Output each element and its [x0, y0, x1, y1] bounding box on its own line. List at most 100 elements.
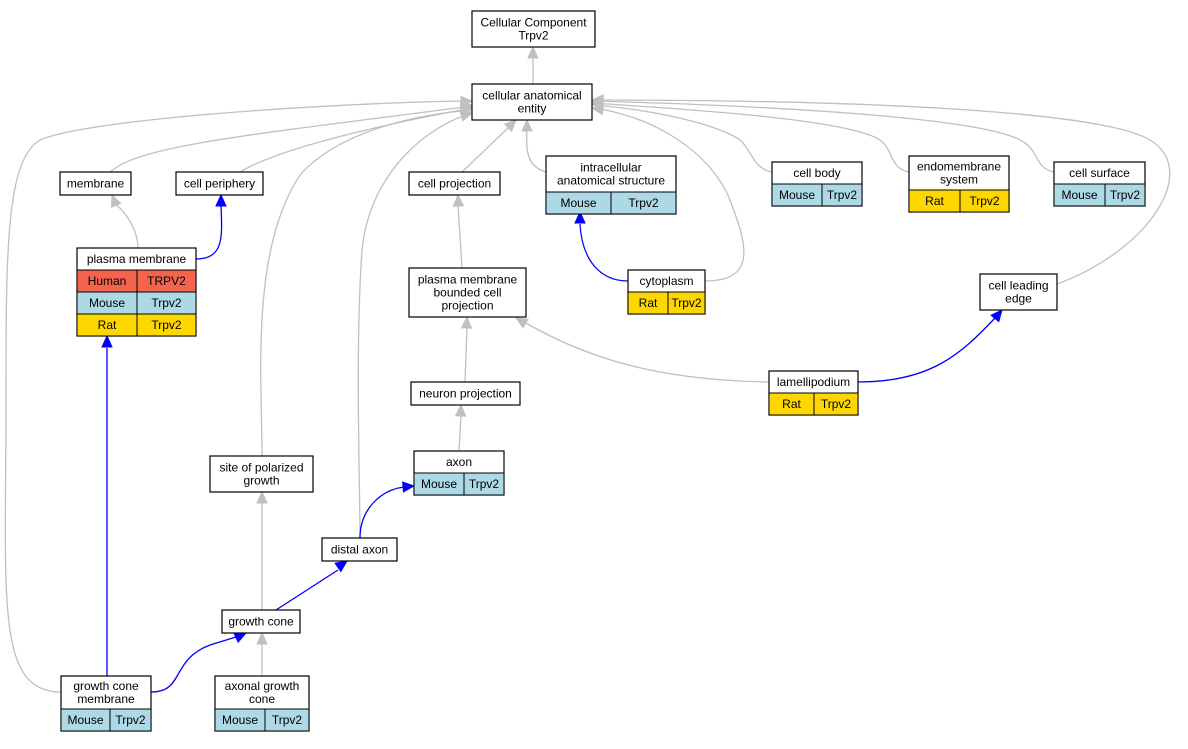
edge-projection-to-cae [461, 119, 517, 173]
organism-label: Human [88, 274, 127, 288]
edge-gcmembrane-to-plasma [101, 334, 113, 676]
node-membrane[interactable]: membrane [59, 171, 132, 196]
arrowhead [574, 210, 586, 224]
node-label: growth cone [73, 679, 139, 693]
gene-cell [109, 708, 152, 732]
edge-line [195, 204, 223, 260]
species-row: Human TRPV2 [76, 269, 197, 293]
node-label: growth cone [228, 615, 294, 629]
edge-cae-to-root [527, 45, 539, 84]
edge-line [359, 486, 405, 539]
node-box [321, 537, 398, 562]
edge-line [526, 127, 547, 173]
organism-label: Mouse [560, 196, 596, 210]
node-label: endomembrane [917, 160, 1001, 174]
gene-label: Trpv2 [827, 188, 858, 202]
gene-cell [264, 708, 310, 732]
arrowhead [527, 45, 539, 59]
node-periphery[interactable]: cell periphery [175, 171, 264, 196]
node-label: bounded cell [433, 286, 501, 300]
edge-line [464, 327, 468, 383]
edge-line [591, 107, 745, 282]
node-box [59, 171, 132, 196]
edge-intracellular-to-cae [521, 118, 547, 173]
edge-axon-to-neuronproj [454, 403, 467, 452]
arrowhead [590, 103, 605, 116]
gene-label: Trpv2 [151, 318, 182, 332]
node-neuronproj[interactable]: neuron projection [410, 381, 521, 406]
node-label: axon [446, 455, 472, 469]
arrowhead [233, 632, 248, 644]
edge-line [458, 414, 462, 452]
gene-cell [463, 472, 505, 496]
edge-line [150, 636, 237, 693]
node-label: Cellular Component [480, 16, 587, 30]
edge-gcmembrane-to-cae [4, 95, 474, 693]
edge-axonalgc-to-growthcone [256, 631, 268, 676]
node-box [471, 10, 596, 48]
node-box [410, 381, 521, 406]
gene-cell [610, 191, 677, 215]
edge-plasma-to-membrane [110, 193, 139, 249]
organism-label: Rat [782, 397, 801, 411]
arrowhead [101, 334, 113, 348]
edge-lamellipodium-to-leading [857, 309, 1003, 383]
arrowhead [460, 95, 474, 108]
edge-line [114, 203, 139, 249]
organism-label: Mouse [222, 713, 258, 727]
gene-label: Trpv2 [628, 196, 659, 210]
node-label: site of polarized [219, 461, 303, 475]
node-label: cell body [793, 166, 840, 180]
edge-neuronproj-to-pmbcp [460, 315, 473, 383]
edge-line [591, 102, 910, 173]
edge-cytoplasm-to-cae [590, 103, 745, 282]
edge-membrane-to-cae [109, 100, 474, 173]
edge-pmbcp-to-projection [452, 193, 465, 269]
species-row: Mouse Trpv2 [545, 191, 677, 215]
gene-label: TRPV2 [147, 274, 186, 288]
arrowhead [460, 315, 473, 329]
organism-label: Mouse [779, 188, 815, 202]
edge-cytoplasm-to-intracellular [574, 210, 629, 282]
node-growthcone[interactable]: growth cone [221, 609, 301, 634]
organism-label: Rat [639, 296, 658, 310]
edge-line [523, 321, 770, 383]
node-box [471, 83, 593, 121]
node-label: cell projection [418, 177, 491, 191]
node-distal[interactable]: distal axon [321, 537, 398, 562]
arrowhead [521, 118, 533, 132]
node-label: distal axon [331, 543, 388, 557]
node-projection[interactable]: cell projection [408, 171, 501, 196]
node-label: cellular anatomical [482, 89, 581, 103]
edge-distal-to-axon [359, 481, 416, 539]
gene-label: Trpv2 [1110, 188, 1141, 202]
gene-label: Trpv2 [821, 397, 852, 411]
node-label: projection [441, 299, 493, 313]
node-label: intracellular [580, 161, 641, 175]
node-label: edge [1005, 292, 1032, 306]
arrowhead [514, 317, 529, 329]
